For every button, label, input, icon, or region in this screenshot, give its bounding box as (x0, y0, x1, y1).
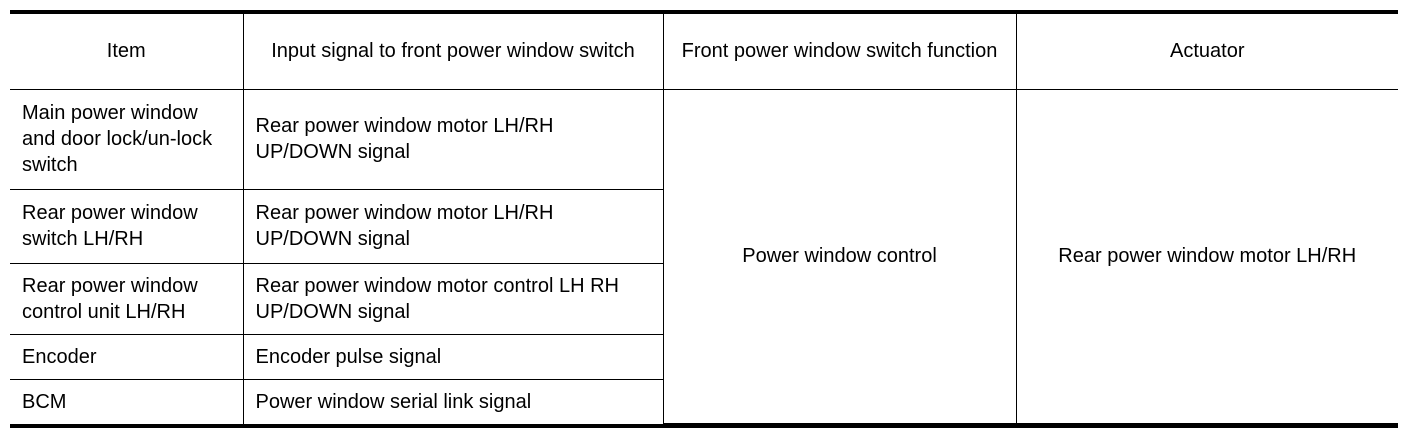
cell-item-text: Rear power window switch LH/RH (22, 202, 198, 250)
table-header: Item Input signal to front power window … (10, 14, 1398, 90)
column-header-actuator: Actuator (1015, 14, 1398, 90)
cell-item-text: Main power window and door lock/un-lock … (22, 102, 213, 176)
table-row: Encoder Encoder pulse signal (10, 334, 1398, 380)
cell-item: Rear power window switch LH/RH (10, 189, 243, 264)
cell-input-signal: Rear power window motor control LH RH UP… (242, 263, 663, 335)
table-row: Rear power window switch LH/RH Rear powe… (10, 189, 1398, 264)
cell-input-signal: Encoder pulse signal (242, 334, 663, 380)
column-header-switch-function-label: Front power window switch function (681, 40, 998, 63)
column-header-item: Item (10, 14, 243, 90)
cell-actuator-merged: Rear power window motor LH/RH (1015, 89, 1398, 424)
cell-item: Encoder (10, 334, 243, 380)
column-header-switch-function: Front power window switch function (662, 14, 1016, 90)
cell-input-signal: Rear power window motor LH/RH UP/DOWN si… (242, 89, 663, 190)
cell-item: BCM (10, 379, 243, 424)
table-row: Main power window and door lock/un-lock … (10, 89, 1398, 424)
cell-input-signal-text: Rear power window motor LH/RH UP/DOWN si… (255, 202, 554, 250)
cell-input-signal-text: Encoder pulse signal (255, 345, 442, 368)
table-header-row: Item Input signal to front power window … (10, 14, 1398, 90)
cell-item-text: Rear power window control unit LH/RH (22, 274, 198, 323)
table-row: BCM Power window serial link signal (10, 379, 1398, 424)
table-body: Main power window and door lock/un-lock … (10, 89, 1398, 424)
cell-actuator-text: Rear power window motor LH/RH (1058, 245, 1357, 268)
cell-input-signal-text: Rear power window motor LH/RH UP/DOWN si… (255, 115, 554, 163)
power-window-spec-table: Item Input signal to front power window … (10, 14, 1398, 424)
cell-input-signal: Rear power window motor LH/RH UP/DOWN si… (242, 189, 663, 264)
cell-item: Rear power window control unit LH/RH (10, 263, 243, 335)
column-header-input-signal: Input signal to front power window switc… (242, 14, 663, 90)
cell-switch-function-text: Power window control (742, 245, 937, 268)
cell-item-text: Encoder (22, 345, 97, 368)
cell-input-signal-text: Power window serial link signal (255, 390, 532, 413)
cell-item: Main power window and door lock/un-lock … (10, 89, 243, 190)
column-header-actuator-label: Actuator (1170, 40, 1245, 63)
table-row: Rear power window control unit LH/RH Rea… (10, 263, 1398, 335)
cell-item-text: BCM (22, 390, 67, 413)
cell-switch-function-merged: Power window control (662, 89, 1016, 424)
cell-input-signal-text: Rear power window motor control LH RH UP… (255, 274, 619, 323)
column-header-input-signal-label: Input signal to front power window switc… (271, 40, 635, 63)
cell-input-signal: Power window serial link signal (242, 379, 663, 424)
spec-table-container: Item Input signal to front power window … (10, 10, 1398, 428)
column-header-item-label: Item (106, 40, 146, 63)
